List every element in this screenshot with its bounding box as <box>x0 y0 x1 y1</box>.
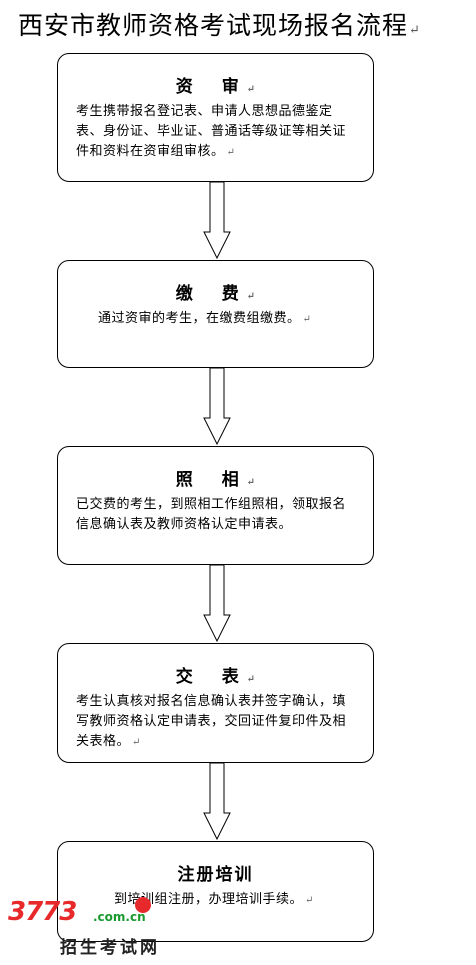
step-body: 考生认真核对报名信息确认表并签字确认，填写教师资格认定申请表，交回证件复印件及相… <box>76 694 347 749</box>
watermark-domain: .com.cn <box>93 910 146 924</box>
down-arrow-icon <box>203 182 231 260</box>
step-box-review: 资 审↵ 考生携带报名登记表、申请人思想品德鉴定表、身份证、毕业证、普通话等级证… <box>57 53 374 182</box>
step-box-payment: 缴 费↵ 通过资审的考生，在缴费组缴费。↵ <box>57 260 374 368</box>
step-heading: 交 表↵ <box>175 667 256 687</box>
step-heading: 资 审↵ <box>175 77 256 97</box>
site-watermark-logo: 3773 .com.cn 招生考试网 <box>0 895 200 965</box>
title-text: 西安市教师资格考试现场报名流程 <box>18 11 409 40</box>
down-arrow-icon <box>203 565 231 643</box>
step-body: 考生携带报名登记表、申请人思想品德鉴定表、身份证、毕业证、普通话等级证等相关证件… <box>76 104 347 159</box>
step-heading: 缴 费↵ <box>175 284 256 304</box>
step-body: 已交费的考生，到照相工作组照相，领取报名信息确认表及教师资格认定申请表。 <box>76 497 347 532</box>
watermark-number: 3773 <box>8 897 77 927</box>
watermark-subtitle: 招生考试网 <box>60 938 160 958</box>
down-arrow-icon <box>203 763 231 841</box>
step-heading: 照 相↵ <box>175 470 256 490</box>
down-arrow-icon <box>203 368 231 446</box>
return-mark: ↵ <box>409 23 421 38</box>
step-body: 通过资审的考生，在缴费组缴费。↵ <box>98 311 311 326</box>
logo-ball-icon <box>135 897 151 913</box>
step-heading: 注册培训 <box>177 865 254 885</box>
step-box-photo: 照 相↵ 已交费的考生，到照相工作组照相，领取报名信息确认表及教师资格认定申请表… <box>57 446 374 565</box>
step-box-submit-forms: 交 表↵ 考生认真核对报名信息确认表并签字确认，填写教师资格认定申请表，交回证件… <box>57 643 374 763</box>
step-box-training-registration: 注册培训 到培训组注册，办理培训手续。↵ <box>57 841 374 942</box>
page-title: 西安市教师资格考试现场报名流程↵ <box>18 6 468 42</box>
step-body: 到培训组注册，办理培训手续。↵ <box>114 892 314 907</box>
